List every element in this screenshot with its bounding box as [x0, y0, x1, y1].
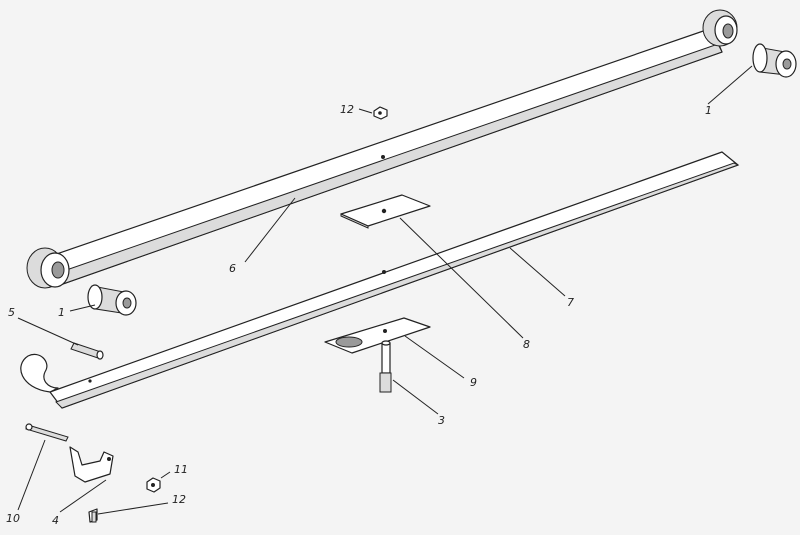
callout-10: 10	[6, 512, 20, 525]
callout-3: 3	[438, 414, 445, 427]
callout-12-bottom: 12	[172, 493, 186, 506]
pad-plate-lower	[324, 317, 431, 354]
pin-5	[70, 342, 104, 360]
long-pin-10	[25, 423, 69, 442]
callout-11: 11	[174, 463, 188, 476]
callout-1-top: 1	[705, 104, 712, 117]
callout-12-top: 12	[340, 103, 354, 116]
bolt-12-bottom	[88, 508, 98, 523]
callout-7: 7	[567, 296, 574, 309]
callout-9: 9	[470, 376, 477, 389]
lower-leaf-spring	[20, 151, 740, 409]
leader-lines	[17, 65, 753, 515]
callout-5: 5	[8, 306, 15, 319]
callout-1-left: 1	[58, 306, 65, 319]
nut-11	[146, 477, 161, 493]
pad-plate-upper	[340, 194, 431, 229]
callout-4: 4	[52, 514, 59, 527]
callout-8: 8	[523, 338, 530, 351]
bushing-left	[87, 284, 137, 316]
callout-6: 6	[229, 262, 236, 275]
center-bolt	[379, 340, 392, 393]
clip-bracket	[69, 446, 114, 483]
nut-12-top	[373, 106, 388, 120]
main-leaf-spring	[26, 9, 738, 289]
bushing-right	[752, 43, 797, 78]
